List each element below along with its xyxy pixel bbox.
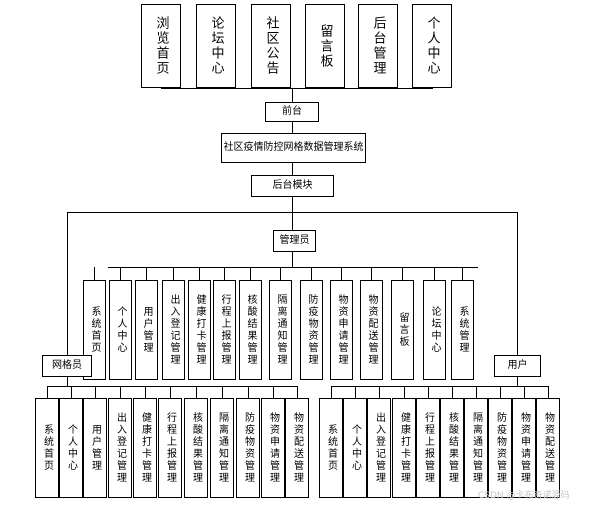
connector-line (94, 267, 95, 281)
grid-module-8: 隔离通知管理 (210, 398, 234, 498)
admin-module-6: 行程上报管理 (213, 280, 236, 380)
grid-module-10: 物资申请管理 (261, 398, 285, 498)
connector-line (292, 252, 293, 268)
admin-module-5: 健康打卡管理 (188, 280, 211, 380)
connector-line (173, 267, 174, 281)
connector-line (311, 267, 312, 281)
frontend-box: 前台 (265, 102, 319, 122)
user-module-4: 健康打卡管理 (392, 398, 416, 498)
user-module-10: 物资配送管理 (536, 398, 560, 498)
connector-line (67, 212, 68, 356)
top-module-3: 社区公告 (251, 4, 291, 88)
system-title-box: 社区疫情防控网格数据管理系统 (221, 133, 366, 163)
connector-line (120, 267, 121, 281)
admin-module-12: 留言板 (391, 280, 414, 380)
connector-line (250, 267, 251, 281)
connector-line (292, 88, 293, 103)
admin-module-8: 隔离通知管理 (269, 280, 292, 380)
connector-line (524, 386, 525, 399)
connector-line (476, 386, 477, 399)
admin-module-3: 用户管理 (135, 280, 158, 380)
grid-module-6: 行程上报管理 (158, 398, 182, 498)
user-module-5: 行程上报管理 (416, 398, 440, 498)
user-module-7: 隔离通知管理 (464, 398, 488, 498)
admin-module-2: 个人中心 (109, 280, 132, 380)
admin-module-4: 出入登记管理 (162, 280, 185, 380)
connector-line (371, 267, 372, 281)
user-module-3: 出入登记管理 (367, 398, 391, 498)
connector-line (67, 377, 68, 387)
connector-line (161, 88, 433, 89)
connector-line (120, 386, 121, 399)
connector-line (428, 386, 429, 399)
connector-line (404, 386, 405, 399)
top-module-5: 后台管理 (358, 4, 398, 88)
user-module-8: 防疫物资管理 (488, 398, 512, 498)
grid-module-11: 物资配送管理 (285, 398, 309, 498)
connector-line (222, 386, 223, 399)
connector-line (379, 386, 380, 399)
connector-line (292, 122, 293, 134)
admin-module-10: 物资申请管理 (330, 280, 353, 380)
connector-line (199, 267, 200, 281)
connector-line (292, 212, 293, 231)
connector-line (248, 386, 249, 399)
top-module-4: 留言板 (305, 4, 345, 88)
connector-line (145, 386, 146, 399)
grid-module-1: 系统首页 (35, 398, 59, 498)
grid-module-3: 用户管理 (83, 398, 107, 498)
connector-line (170, 386, 171, 399)
connector-line (434, 267, 435, 281)
connector-line (146, 267, 147, 281)
top-module-2: 论坛中心 (196, 4, 236, 88)
connector-line (95, 386, 96, 399)
admin-module-13: 论坛中心 (423, 280, 446, 380)
user-box: 用户 (494, 355, 541, 377)
connector-line (280, 267, 281, 281)
admin-module-14: 系统管理 (451, 280, 474, 380)
connector-line (331, 386, 549, 387)
connector-line (517, 377, 518, 387)
user-module-9: 物资申请管理 (512, 398, 536, 498)
backend-box: 后台模块 (251, 175, 334, 197)
user-module-6: 核酸结果管理 (440, 398, 464, 498)
user-module-2: 个人中心 (343, 398, 367, 498)
connector-line (292, 163, 293, 176)
connector-line (452, 386, 453, 399)
connector-line (273, 386, 274, 399)
connector-line (548, 386, 549, 399)
connector-line (224, 267, 225, 281)
top-module-1: 浏览首页 (141, 4, 181, 88)
connector-line (341, 267, 342, 281)
connector-line (71, 386, 72, 399)
grid-member-box: 网格员 (42, 355, 92, 377)
admin-module-11: 物资配送管理 (360, 280, 383, 380)
connector-line (355, 386, 356, 399)
grid-module-7: 核酸结果管理 (184, 398, 208, 498)
connector-line (462, 267, 463, 281)
connector-line (196, 386, 197, 399)
connector-line (297, 386, 298, 399)
connector-line (108, 267, 478, 268)
connector-line (47, 386, 298, 387)
connector-line (402, 267, 403, 281)
grid-module-2: 个人中心 (59, 398, 83, 498)
user-module-1: 系统首页 (319, 398, 343, 498)
connector-line (331, 386, 332, 399)
connector-line (47, 386, 48, 399)
grid-module-9: 防疫物资管理 (236, 398, 260, 498)
admin-module-9: 防疫物资管理 (300, 280, 323, 380)
admin-box: 管理员 (273, 230, 316, 252)
watermark: CSDN @卡布奇诺源码 (478, 491, 570, 501)
admin-module-7: 核酸结果管理 (239, 280, 262, 380)
connector-line (292, 197, 293, 213)
top-module-6: 个人中心 (412, 4, 452, 88)
connector-line (500, 386, 501, 399)
grid-module-4: 出入登记管理 (108, 398, 132, 498)
connector-line (517, 212, 518, 356)
grid-module-5: 健康打卡管理 (133, 398, 157, 498)
